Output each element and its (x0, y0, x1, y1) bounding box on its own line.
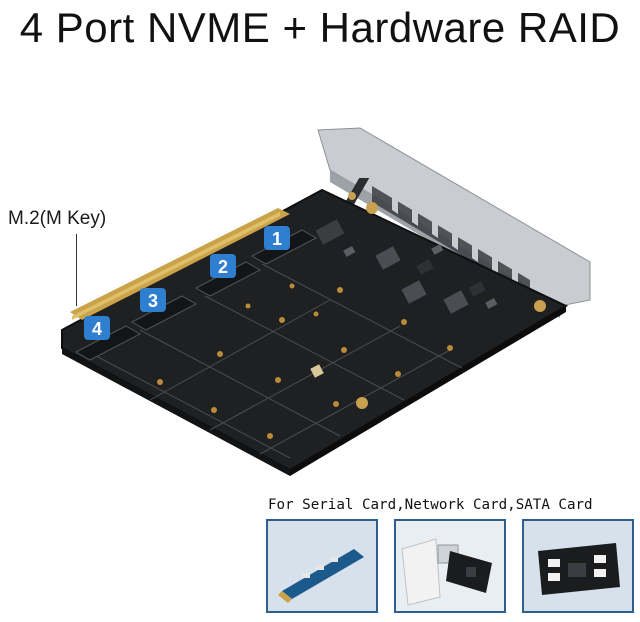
m2-slot-grid (95, 263, 463, 459)
compatibility-thumbnails (266, 519, 634, 615)
port-badge-4: 4 (84, 316, 110, 340)
svg-text:2: 2 (218, 257, 228, 277)
thumb-network-card (394, 519, 506, 613)
center-pad (310, 364, 324, 378)
port-badge-2: 2 (210, 254, 236, 278)
pcb-board (61, 188, 569, 476)
port-badge-1: 1 (264, 226, 290, 250)
standoff-holes (157, 192, 546, 439)
nvme-raid-card-photo: 1 2 3 4 (61, 127, 591, 476)
svg-text:3: 3 (148, 291, 158, 311)
svg-text:1: 1 (272, 229, 282, 249)
power-components (315, 219, 498, 314)
svg-text:4: 4 (92, 319, 102, 339)
m2-connectors (74, 229, 318, 361)
thumb-sata-card (522, 519, 634, 613)
pcie-gold-fingers (70, 208, 290, 320)
callout-leader-line (76, 234, 77, 306)
thumb-serial-card (266, 519, 378, 613)
port-badge-3: 3 (140, 288, 166, 312)
headline: 4 Port NVME + Hardware RAID (19, 4, 621, 51)
compatibility-caption: For Serial Card,Network Card,SATA Card (268, 497, 593, 513)
m2-key-callout: M.2(M Key) (8, 208, 107, 229)
